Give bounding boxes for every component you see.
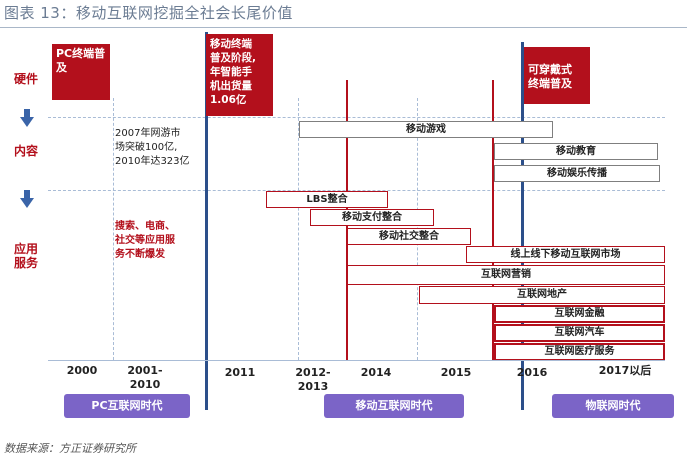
timeline-bar-finance: 互联网金融 bbox=[494, 305, 665, 323]
era-divider-2016 bbox=[521, 42, 524, 410]
era-mobile-internet: 移动互联网时代 bbox=[324, 394, 464, 418]
service-note: 搜索、电商、 社交等应用服 务不断爆发 bbox=[115, 221, 175, 260]
era-divider-2011 bbox=[205, 32, 208, 410]
year-label-2000: 2000 bbox=[66, 364, 98, 377]
down-arrow-icon bbox=[20, 109, 34, 127]
milestone-mobile-box: 移动终端 普及阶段, 年智能手 机出货量 1.06亿 bbox=[206, 34, 273, 116]
year-label-2015: 2015 bbox=[440, 366, 472, 379]
year-label-2014: 2014 bbox=[360, 366, 392, 379]
timeline-bar-health: 互联网医疗服务 bbox=[494, 343, 665, 361]
era-pc-internet: PC互联网时代 bbox=[64, 394, 190, 418]
timeline-bar-mobile-game: 移动游戏 bbox=[299, 121, 553, 138]
year-label-2011: 2011 bbox=[224, 366, 256, 379]
down-arrow-icon bbox=[20, 190, 34, 208]
row-separator-content bbox=[48, 190, 665, 191]
year-label-2017-plus: 2017以后 bbox=[598, 364, 652, 377]
timeline-bar-realestate: 互联网地产 bbox=[419, 286, 665, 304]
timeline-bar-mobile-ent: 移动娱乐传播 bbox=[494, 165, 660, 182]
row-label-terminal: 硬件 bbox=[14, 72, 39, 86]
year-label-2001-2010: 2001- 2010 bbox=[127, 364, 163, 391]
timeline-bar-payment: 移动支付整合 bbox=[310, 209, 434, 226]
timeline-bar-social: 移动社交整合 bbox=[347, 228, 471, 245]
content-note: 2007年网游市 场突破100亿, 2010年达323亿 bbox=[115, 128, 190, 167]
year-divider-2016 bbox=[492, 80, 494, 360]
year-label-2012-2013: 2012- 2013 bbox=[295, 366, 331, 393]
title-divider bbox=[0, 27, 687, 28]
year-divider-2012 bbox=[298, 98, 299, 360]
timeline-bar-ad: 互联网营销 bbox=[347, 265, 665, 285]
year-label-2016: 2016 bbox=[516, 366, 548, 379]
timeline-bar-o2o: 线上线下移动互联网市场 bbox=[466, 246, 665, 263]
page-title: 图表 13：移动互联网挖掘全社会长尾价值 bbox=[4, 4, 293, 22]
milestone-pc-box: PC终端普及 bbox=[52, 44, 110, 100]
year-divider-2000 bbox=[113, 98, 114, 360]
row-label-service: 应用 服务 bbox=[14, 242, 39, 270]
row-separator-terminal bbox=[48, 117, 665, 118]
row-label-content: 内容 bbox=[14, 144, 39, 158]
timeline-bar-auto: 互联网汽车 bbox=[494, 324, 665, 342]
timeline-axis bbox=[48, 360, 665, 361]
timeline-bar-lbs: LBS整合 bbox=[266, 191, 388, 208]
era-iot: 物联网时代 bbox=[552, 394, 674, 418]
timeline-bar-mobile-edu: 移动教育 bbox=[494, 143, 658, 160]
milestone-wearable-box: 可穿戴式 终端普及 bbox=[524, 47, 590, 104]
source-note: 数据来源：方正证券研究所 bbox=[4, 442, 136, 455]
